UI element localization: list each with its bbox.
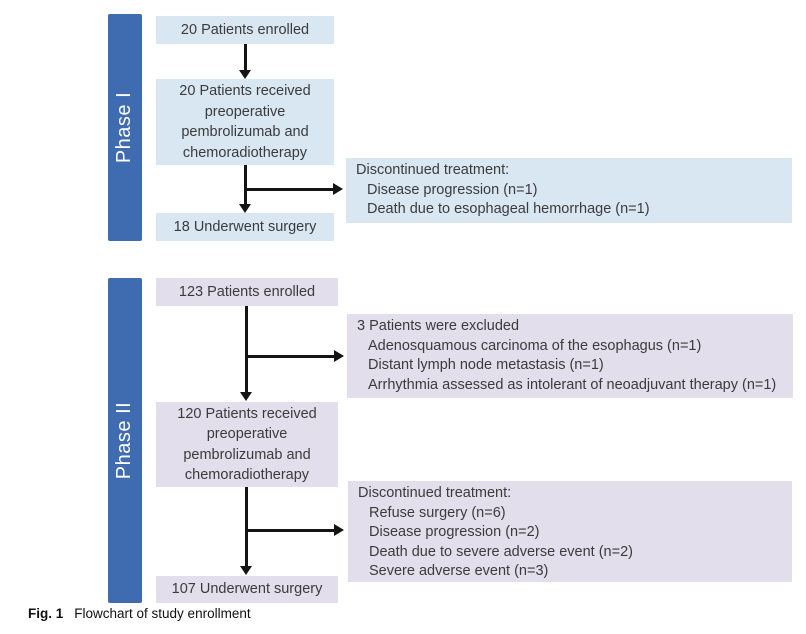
phase1-branch-head-icon bbox=[333, 183, 343, 195]
phase2-branch2-head-icon bbox=[334, 524, 344, 536]
phase1-arrow1-head-icon bbox=[239, 70, 251, 79]
phase2-discontinued-box: Discontinued treatment: Refuse surgery (… bbox=[348, 481, 792, 582]
phase1-arrow2-head-icon bbox=[239, 204, 251, 213]
phase2-arrow2-head-icon bbox=[240, 566, 252, 575]
phase2-excluded-item: Adenosquamous carcinoma of the esophagus… bbox=[368, 337, 702, 354]
phase1-branch-line bbox=[244, 188, 333, 191]
phase2-enrolled-box: 123 Patients enrolled bbox=[156, 278, 338, 306]
phase2-treatment-text: 120 Patients received preoperative pembr… bbox=[177, 405, 317, 484]
phase1-discontinued-title: Discontinued treatment: bbox=[356, 162, 510, 178]
phase2-arrow2-line bbox=[245, 487, 248, 567]
phase1-treatment-text: 20 Patients received preoperative pembro… bbox=[179, 83, 311, 161]
phase2-bar: Phase II bbox=[108, 278, 142, 603]
phase1-arrow2-line bbox=[244, 165, 247, 205]
phase2-branch2-line bbox=[245, 529, 334, 532]
figure-caption: Fig. 1 Flowchart of study enrollment bbox=[28, 606, 251, 621]
phase2-excluded-title: 3 Patients were excluded bbox=[357, 318, 520, 334]
phase1-surgery-text: 18 Underwent surgery bbox=[173, 218, 317, 235]
phase1-discontinued-item: Death due to esophageal hemorrhage (n=1) bbox=[367, 201, 650, 217]
figure-caption-label: Fig. 1 bbox=[28, 606, 64, 621]
phase1-surgery-box: 18 Underwent surgery bbox=[156, 213, 334, 241]
phase2-surgery-box: 107 Underwent surgery bbox=[156, 576, 338, 603]
phase2-arrow1-head-icon bbox=[240, 392, 252, 401]
phase2-branch1-head-icon bbox=[334, 350, 344, 362]
phase1-bar: Phase I bbox=[108, 14, 142, 241]
phase1-discontinued-item: Disease progression (n=1) bbox=[367, 181, 538, 198]
phase1-discontinued-box: Discontinued treatment: Disease progress… bbox=[346, 158, 792, 223]
phase2-discontinued-item: Death due to severe adverse event (n=2) bbox=[369, 543, 633, 560]
phase2-excluded-box: 3 Patients were excluded Adenosquamous c… bbox=[347, 314, 793, 398]
phase1-enrolled-box: 20 Patients enrolled bbox=[156, 16, 334, 44]
phase1-arrow1-line bbox=[244, 44, 247, 71]
phase2-treatment-box: 120 Patients received preoperative pembr… bbox=[156, 402, 338, 487]
phase2-excluded-item: Arrhythmia assessed as intolerant of neo… bbox=[368, 376, 777, 393]
phase2-arrow1-line bbox=[245, 306, 248, 393]
phase2-label: Phase II bbox=[113, 401, 136, 480]
phase2-discontinued-item: Severe adverse event (n=3) bbox=[369, 563, 549, 579]
phase1-label: Phase I bbox=[113, 91, 136, 164]
figure-caption-text: Flowchart of study enrollment bbox=[74, 606, 251, 621]
phase2-excluded-item: Distant lymph node metastasis (n=1) bbox=[368, 357, 604, 373]
phase1-treatment-box: 20 Patients received preoperative pembro… bbox=[156, 79, 334, 165]
phase2-enrolled-text: 123 Patients enrolled bbox=[178, 283, 316, 300]
phase2-branch1-line bbox=[245, 355, 334, 358]
phase1-enrolled-text: 20 Patients enrolled bbox=[180, 21, 310, 38]
phase2-discontinued-item: Refuse surgery (n=6) bbox=[369, 504, 506, 521]
phase2-surgery-text: 107 Underwent surgery bbox=[171, 581, 323, 598]
phase2-discontinued-item: Disease progression (n=2) bbox=[369, 524, 540, 540]
phase2-discontinued-title: Discontinued treatment: bbox=[358, 485, 512, 501]
